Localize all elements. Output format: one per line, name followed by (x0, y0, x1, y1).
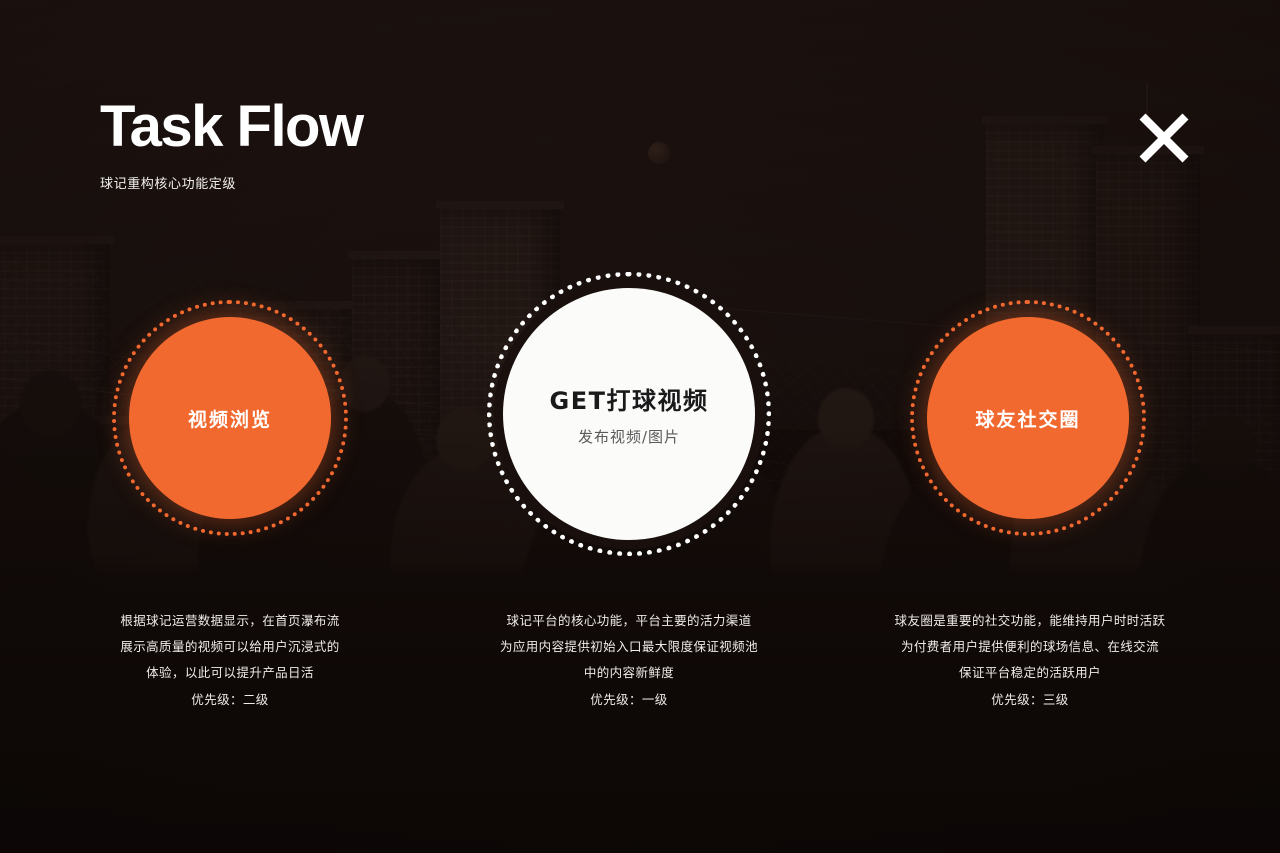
node-label: 球友社交圈 (975, 408, 1081, 431)
description-line: 为应用内容提供初始入口最大限度保证视频池 (499, 639, 758, 654)
node-disc[interactable]: 球友社交圈 (927, 317, 1129, 519)
description-line: 根据球记运营数据显示，在首页瀑布流 (120, 613, 340, 628)
description-line: 展示高质量的视频可以给用户沉浸式的 (120, 639, 340, 654)
priority-label: 优先级：二级 (191, 692, 269, 707)
description-line: 体验，以此可以提升产品日活 (146, 665, 314, 680)
description-line: 球友圈是重要的社交功能，能维持用户时时活跃 (894, 613, 1166, 628)
node-description-video-browse: 根据球记运营数据显示，在首页瀑布流 展示高质量的视频可以给用户沉浸式的 体验，以… (50, 608, 410, 713)
flow-node-get-ball-video[interactable]: GET打球视频 发布视频/图片 (487, 272, 771, 556)
node-disc[interactable]: 视频浏览 (129, 317, 331, 519)
close-icon (1139, 113, 1189, 163)
node-label: GET打球视频 (549, 387, 709, 415)
close-button[interactable] (1134, 108, 1194, 168)
priority-label: 优先级：一级 (590, 692, 668, 707)
description-line: 为付费者用户提供便利的球场信息、在线交流 (900, 639, 1159, 654)
description-line: 中的内容新鲜度 (583, 665, 675, 680)
dotted-ring-icon (487, 272, 771, 556)
flow-node-friends-social[interactable]: 球友社交圈 (910, 300, 1146, 536)
node-label: 视频浏览 (187, 408, 272, 431)
page-title: Task Flow (100, 94, 364, 159)
dotted-ring-icon (112, 300, 348, 536)
flow-node-video-browse[interactable]: 视频浏览 (112, 300, 348, 536)
page-header: Task Flow 球记重构核心功能定级 (100, 94, 364, 193)
node-sublabel: 发布视频/图片 (577, 428, 681, 446)
description-line: 球记平台的核心功能，平台主要的活力渠道 (506, 613, 752, 628)
node-description-friends-social: 球友圈是重要的社交功能，能维持用户时时活跃 为付费者用户提供便利的球场信息、在线… (845, 608, 1215, 713)
priority-label: 优先级：三级 (991, 692, 1069, 707)
description-line: 保证平台稳定的活跃用户 (959, 665, 1101, 680)
node-disc[interactable]: GET打球视频 发布视频/图片 (503, 288, 755, 540)
dotted-ring-icon (910, 300, 1146, 536)
node-description-get-ball-video: 球记平台的核心功能，平台主要的活力渠道 为应用内容提供初始入口最大限度保证视频池… (449, 608, 809, 713)
page-subtitle: 球记重构核心功能定级 (100, 177, 237, 192)
